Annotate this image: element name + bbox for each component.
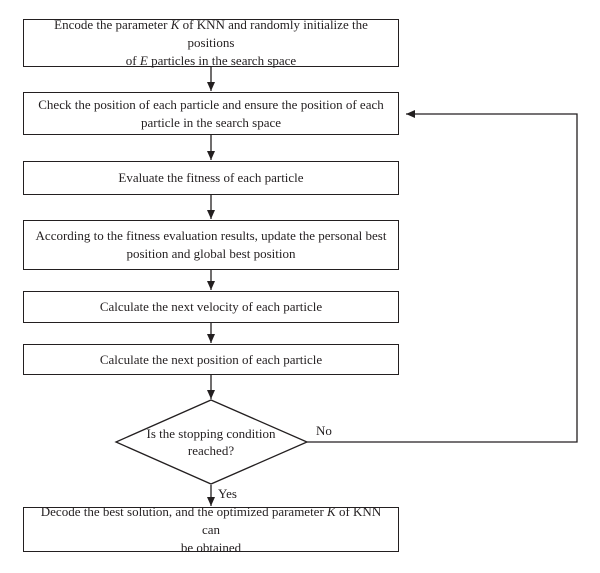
label-no: No	[316, 423, 332, 438]
update-line1: According to the fitness evaluation resu…	[35, 228, 387, 243]
decision-line1: Is the stopping condition	[146, 426, 276, 441]
evaluate-text: Evaluate the fitness of each particle	[118, 170, 304, 185]
check-line1: Check the position of each particle and …	[38, 96, 384, 112]
encode-line1-pre: Encode the parameter	[54, 17, 171, 32]
step-check-box: Check the position of each particle and …	[23, 92, 399, 135]
velocity-text: Calculate the next velocity of each part…	[99, 299, 323, 314]
decode-line1-post: of KNN can	[201, 503, 382, 537]
step-update-box: According to the fitness evaluation resu…	[23, 220, 399, 270]
step-evaluate-box: Evaluate the fitness of each particle	[23, 161, 399, 195]
decode-var-k: K	[327, 503, 336, 519]
encode-var-e: E	[139, 53, 148, 68]
position-text: Calculate the next position of each part…	[99, 351, 323, 367]
encode-line2-pre: of	[125, 53, 140, 68]
decision-text: Is the stopping condition reached?	[131, 425, 291, 459]
encode-var-k: K	[170, 17, 180, 32]
step-encode-box: Encode the parameter K of KNN and random…	[23, 17, 399, 68]
decode-line2: be obtained	[180, 539, 242, 555]
step-position-box: Calculate the next position of each part…	[23, 344, 399, 375]
encode-line2-post: particles in the search space	[147, 53, 297, 68]
decode-line1-pre: Decode the best solution, and the optimi…	[40, 503, 328, 519]
arrow-no-loop	[307, 110, 578, 443]
label-yes: Yes	[218, 486, 237, 501]
step-velocity-box: Calculate the next velocity of each part…	[23, 291, 399, 323]
check-line2: particle in the search space	[140, 114, 282, 130]
decision-diamond	[114, 399, 309, 485]
update-line2: position and global best position	[126, 246, 296, 261]
step-decode-box: Decode the best solution, and the optimi…	[23, 503, 399, 555]
decision-line2: reached?	[187, 443, 235, 458]
encode-line1-post: of KNN and randomly initialize the posit…	[179, 17, 368, 50]
